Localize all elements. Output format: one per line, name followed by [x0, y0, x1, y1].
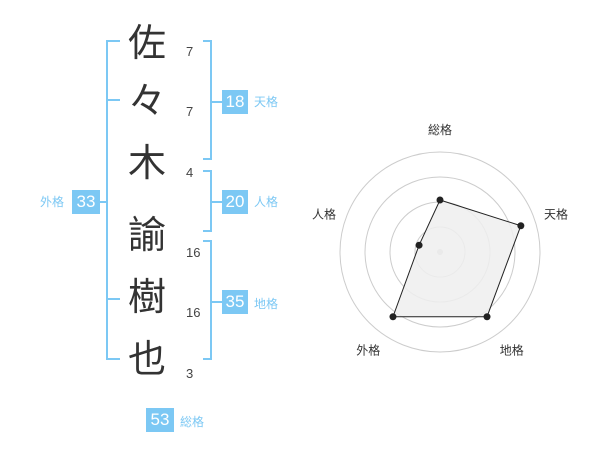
- gaikaku-bracket-line: [106, 40, 108, 360]
- radar-axis-label-4: 外格: [356, 343, 380, 358]
- jinkaku-bracket-connector: [211, 201, 223, 203]
- radar-ring: [364, 176, 516, 328]
- tenkaku-value-badge: 18: [222, 90, 248, 114]
- name-char-3: 木: [127, 141, 166, 185]
- gaikaku-bracket-connector: [98, 201, 107, 203]
- jinkaku-bracket-tick-top: [203, 170, 211, 172]
- chikaku-label: 地格: [254, 297, 279, 311]
- stroke-count-6: 3: [186, 366, 194, 381]
- chikaku-bracket-tick-top: [203, 240, 211, 242]
- stroke-count-4: 16: [186, 245, 201, 260]
- radar-point-5: [415, 241, 423, 249]
- chikaku-bracket-line: [210, 240, 212, 360]
- name-char-1: 佐: [127, 21, 166, 65]
- chikaku-value-badge: 35: [222, 290, 248, 314]
- radar-point-1: [436, 196, 444, 204]
- gaikaku-label: 外格: [40, 195, 65, 209]
- stroke-count-5: 16: [186, 305, 201, 320]
- stroke-count-3: 4: [186, 165, 194, 180]
- gaikaku-bracket-tick-bottom: [106, 358, 120, 360]
- gaikaku-bracket-tick-top: [106, 40, 120, 42]
- radar-axis-label-5: 人格: [312, 206, 336, 221]
- chikaku-bracket-connector: [211, 301, 223, 303]
- soukaku-value-badge: 53: [146, 408, 174, 432]
- radar-axis-label-3: 地格: [500, 343, 524, 358]
- tenkaku-label: 天格: [254, 95, 279, 109]
- tenkaku-bracket-tick-top: [203, 40, 211, 42]
- chikaku-bracket-tick-bottom: [203, 358, 211, 360]
- radar-point-4: [389, 313, 397, 321]
- radar-axis-label-2: 天格: [544, 206, 568, 221]
- name-char-2: 々: [127, 79, 166, 123]
- tenkaku-bracket-tick-bottom: [203, 158, 211, 160]
- radar-polygon: [392, 199, 522, 318]
- stroke-count-1: 7: [186, 44, 194, 59]
- jinkaku-label: 人格: [254, 195, 279, 209]
- jinkaku-value-badge: 20: [222, 190, 248, 214]
- jinkaku-bracket-tick-bottom: [203, 230, 211, 232]
- name-char-5: 樹: [127, 275, 166, 319]
- radar-ring: [339, 151, 541, 353]
- gaikaku-bracket-tick: [106, 99, 120, 101]
- gaikaku-bracket-tick: [106, 298, 120, 300]
- tenkaku-bracket-line: [210, 40, 212, 160]
- radar-axis-label-1: 総格: [428, 122, 452, 137]
- name-char-4: 諭: [127, 213, 166, 257]
- name-char-6: 也: [127, 337, 166, 381]
- gaikaku-value-badge: 33: [72, 190, 100, 214]
- radar-points: [389, 196, 525, 321]
- stroke-count-2: 7: [186, 104, 194, 119]
- tenkaku-bracket-connector: [211, 101, 223, 103]
- soukaku-label: 総格: [180, 415, 205, 429]
- radar-point-2: [517, 222, 525, 230]
- radar-point-3: [483, 313, 491, 321]
